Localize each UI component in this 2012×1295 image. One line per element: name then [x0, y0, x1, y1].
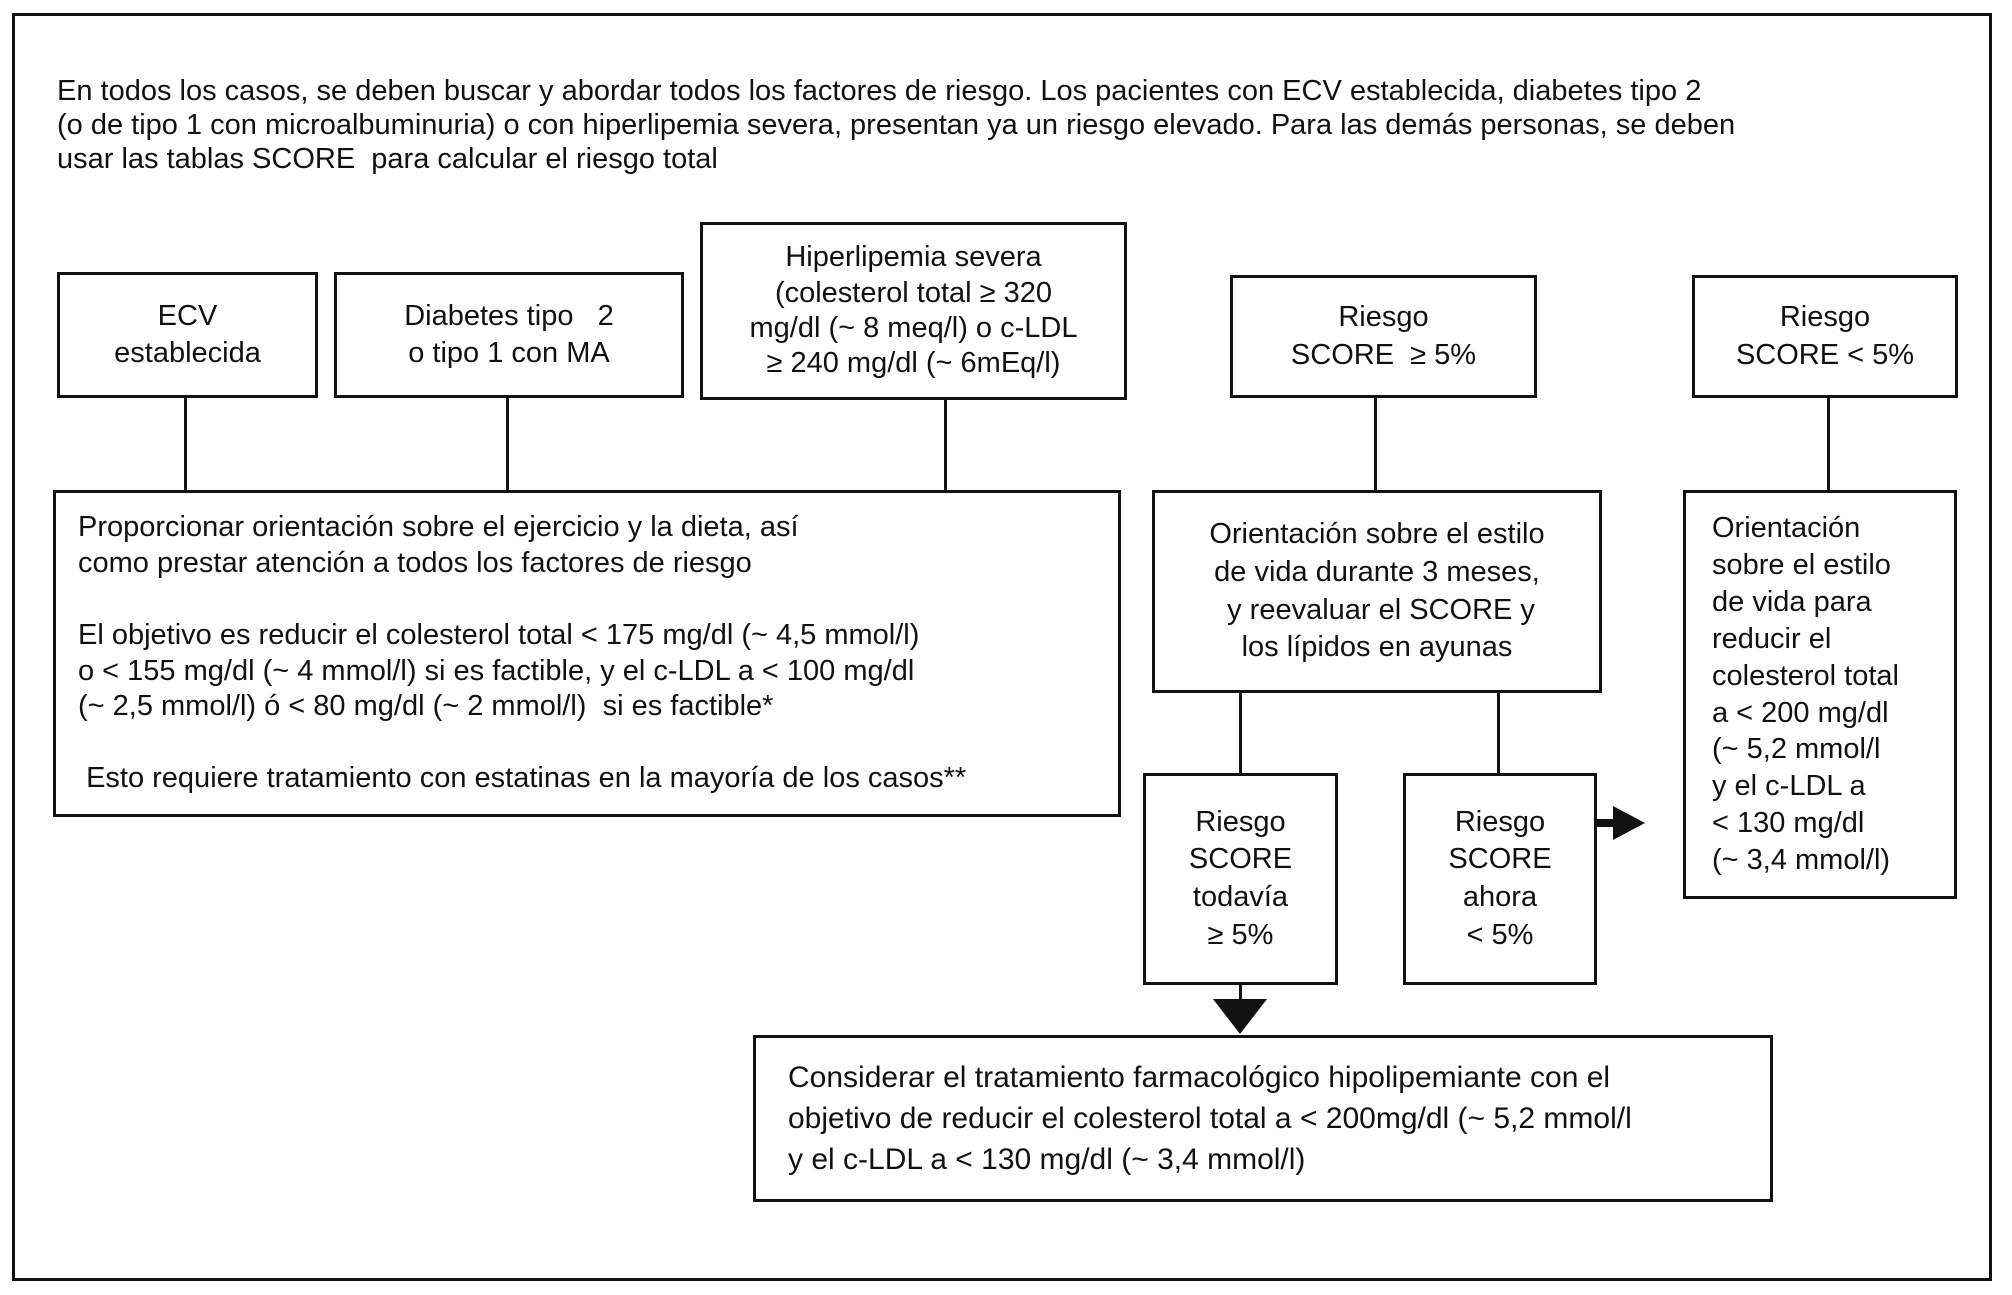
arrow-stem-score-ahora-to-right-action	[1597, 819, 1615, 827]
box-riesgo-score-todavia-alto: Riesgo SCORE todavía ≥ 5%	[1143, 773, 1338, 985]
connector-score-bajo-to-right-action	[1827, 396, 1830, 492]
box-orientacion-reducir-colesterol: Orientación sobre el estilo de vida para…	[1683, 490, 1957, 899]
connector-score-alto-to-middle-action	[1374, 396, 1377, 492]
box-hiperlipemia-severa: Hiperlipemia severa (colesterol total ≥ …	[700, 222, 1127, 400]
arrow-head-score-todavia-to-pharma	[1213, 999, 1267, 1034]
box-orientacion-estilo-vida-3-meses: Orientación sobre el estilo de vida dura…	[1152, 490, 1602, 693]
arrow-stem-score-todavia-to-pharma	[1239, 983, 1242, 1003]
box-orientacion-ejercicio-dieta: Proporcionar orientación sobre el ejerci…	[53, 490, 1121, 817]
connector-diabetes-to-left-action	[506, 396, 509, 492]
intro-paragraph: En todos los casos, se deben buscar y ab…	[57, 75, 1736, 175]
connector-ecv-to-left-action	[184, 396, 187, 492]
arrow-head-score-ahora-to-right-action	[1613, 806, 1645, 840]
box-tratamiento-farmacologico: Considerar el tratamiento farmacológico …	[753, 1035, 1773, 1202]
connector-middle-to-score-ahora	[1497, 691, 1500, 775]
box-riesgo-score-ahora-bajo: Riesgo SCORE ahora < 5%	[1403, 773, 1597, 985]
box-ecv-establecida: ECV establecida	[57, 272, 318, 398]
connector-middle-to-score-todavia	[1239, 691, 1242, 775]
connector-hiperlipemia-to-left-action	[944, 398, 947, 492]
box-riesgo-score-alto: Riesgo SCORE ≥ 5%	[1230, 275, 1537, 398]
box-diabetes: Diabetes tipo 2 o tipo 1 con MA	[334, 272, 684, 398]
box-riesgo-score-bajo: Riesgo SCORE < 5%	[1692, 275, 1958, 398]
